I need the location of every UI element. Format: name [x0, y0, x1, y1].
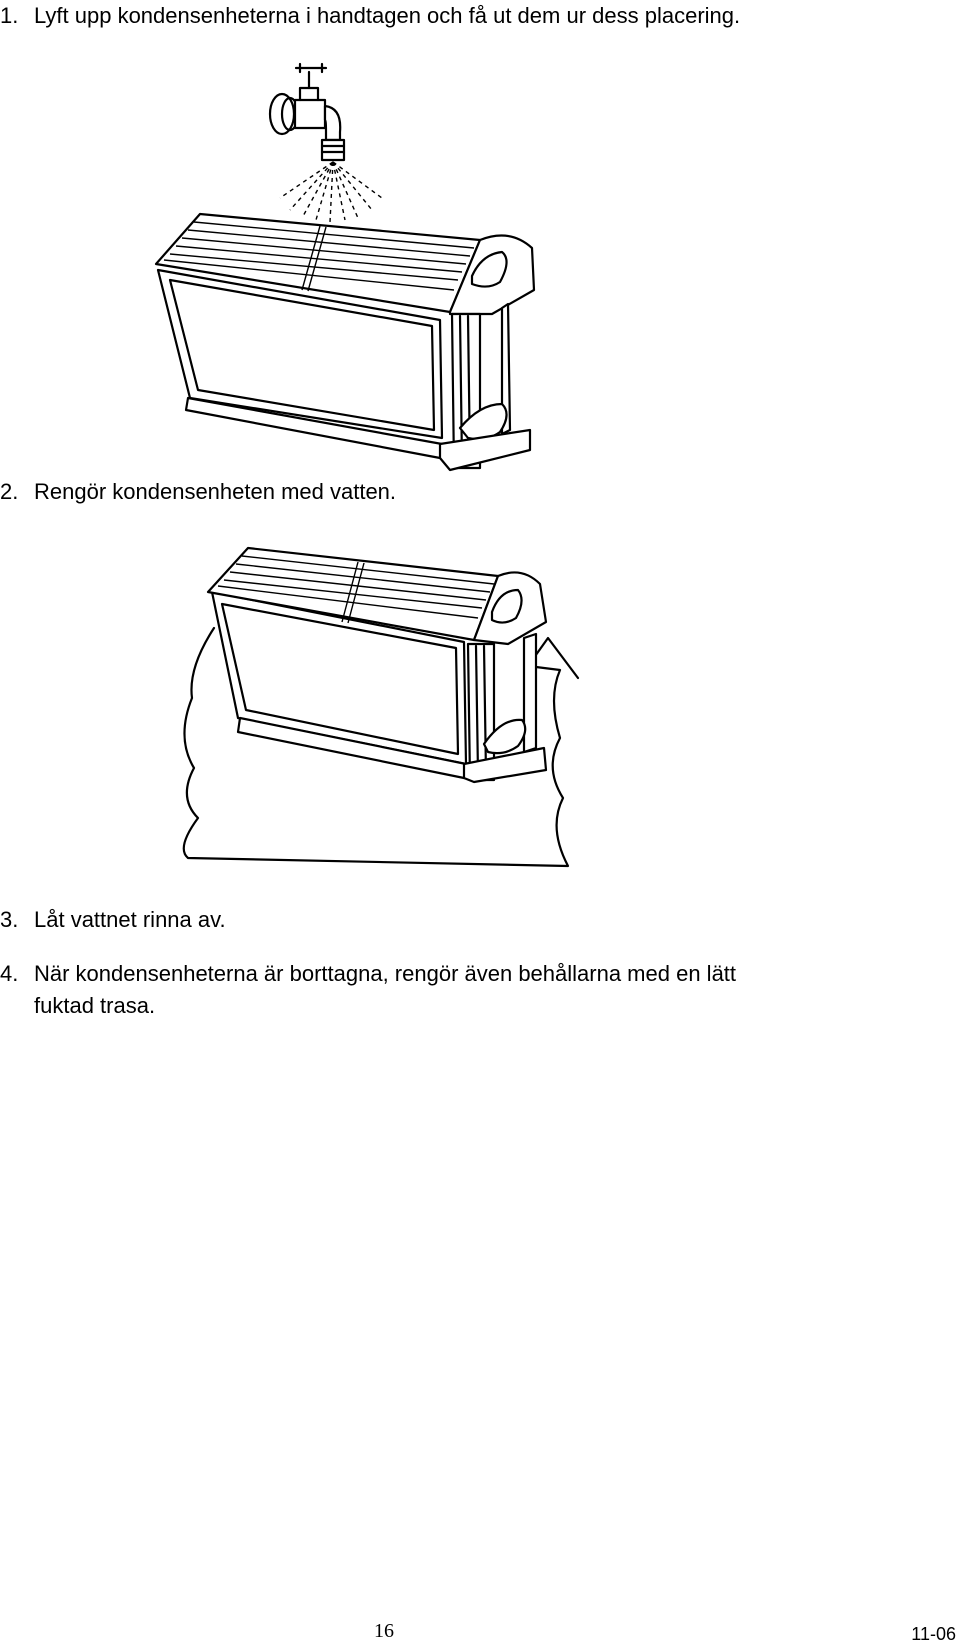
- step-4-number: 4.: [0, 961, 19, 986]
- step-1-number: 1.: [0, 3, 19, 28]
- condenser-draining-icon: [182, 546, 580, 868]
- step-2: 2. Rengör kondensenheten med vatten.: [0, 476, 396, 508]
- step-1-text: Lyft upp kondensenheterna i handtagen oc…: [34, 3, 741, 28]
- page-number: 16: [374, 1620, 394, 1642]
- step-3: 3. Låt vattnet rinna av.: [0, 904, 226, 936]
- step-4-text-line2: fuktad trasa.: [34, 993, 156, 1018]
- footer-date: 11-06: [911, 1624, 956, 1644]
- step-3-text: Låt vattnet rinna av.: [34, 907, 226, 932]
- step-2-number: 2.: [0, 479, 19, 504]
- step-2-text: Rengör kondensenheten med vatten.: [34, 479, 397, 504]
- step-4-text-line1: När kondensenheterna är borttagna, rengö…: [34, 961, 737, 986]
- step-1: 1. Lyft upp kondensenheterna i handtagen …: [0, 0, 740, 32]
- condenser-under-tap-icon: [154, 62, 536, 472]
- step-3-number: 3.: [0, 907, 19, 932]
- step-4: 4. När kondensenheterna är borttagna, ren…: [0, 958, 880, 1022]
